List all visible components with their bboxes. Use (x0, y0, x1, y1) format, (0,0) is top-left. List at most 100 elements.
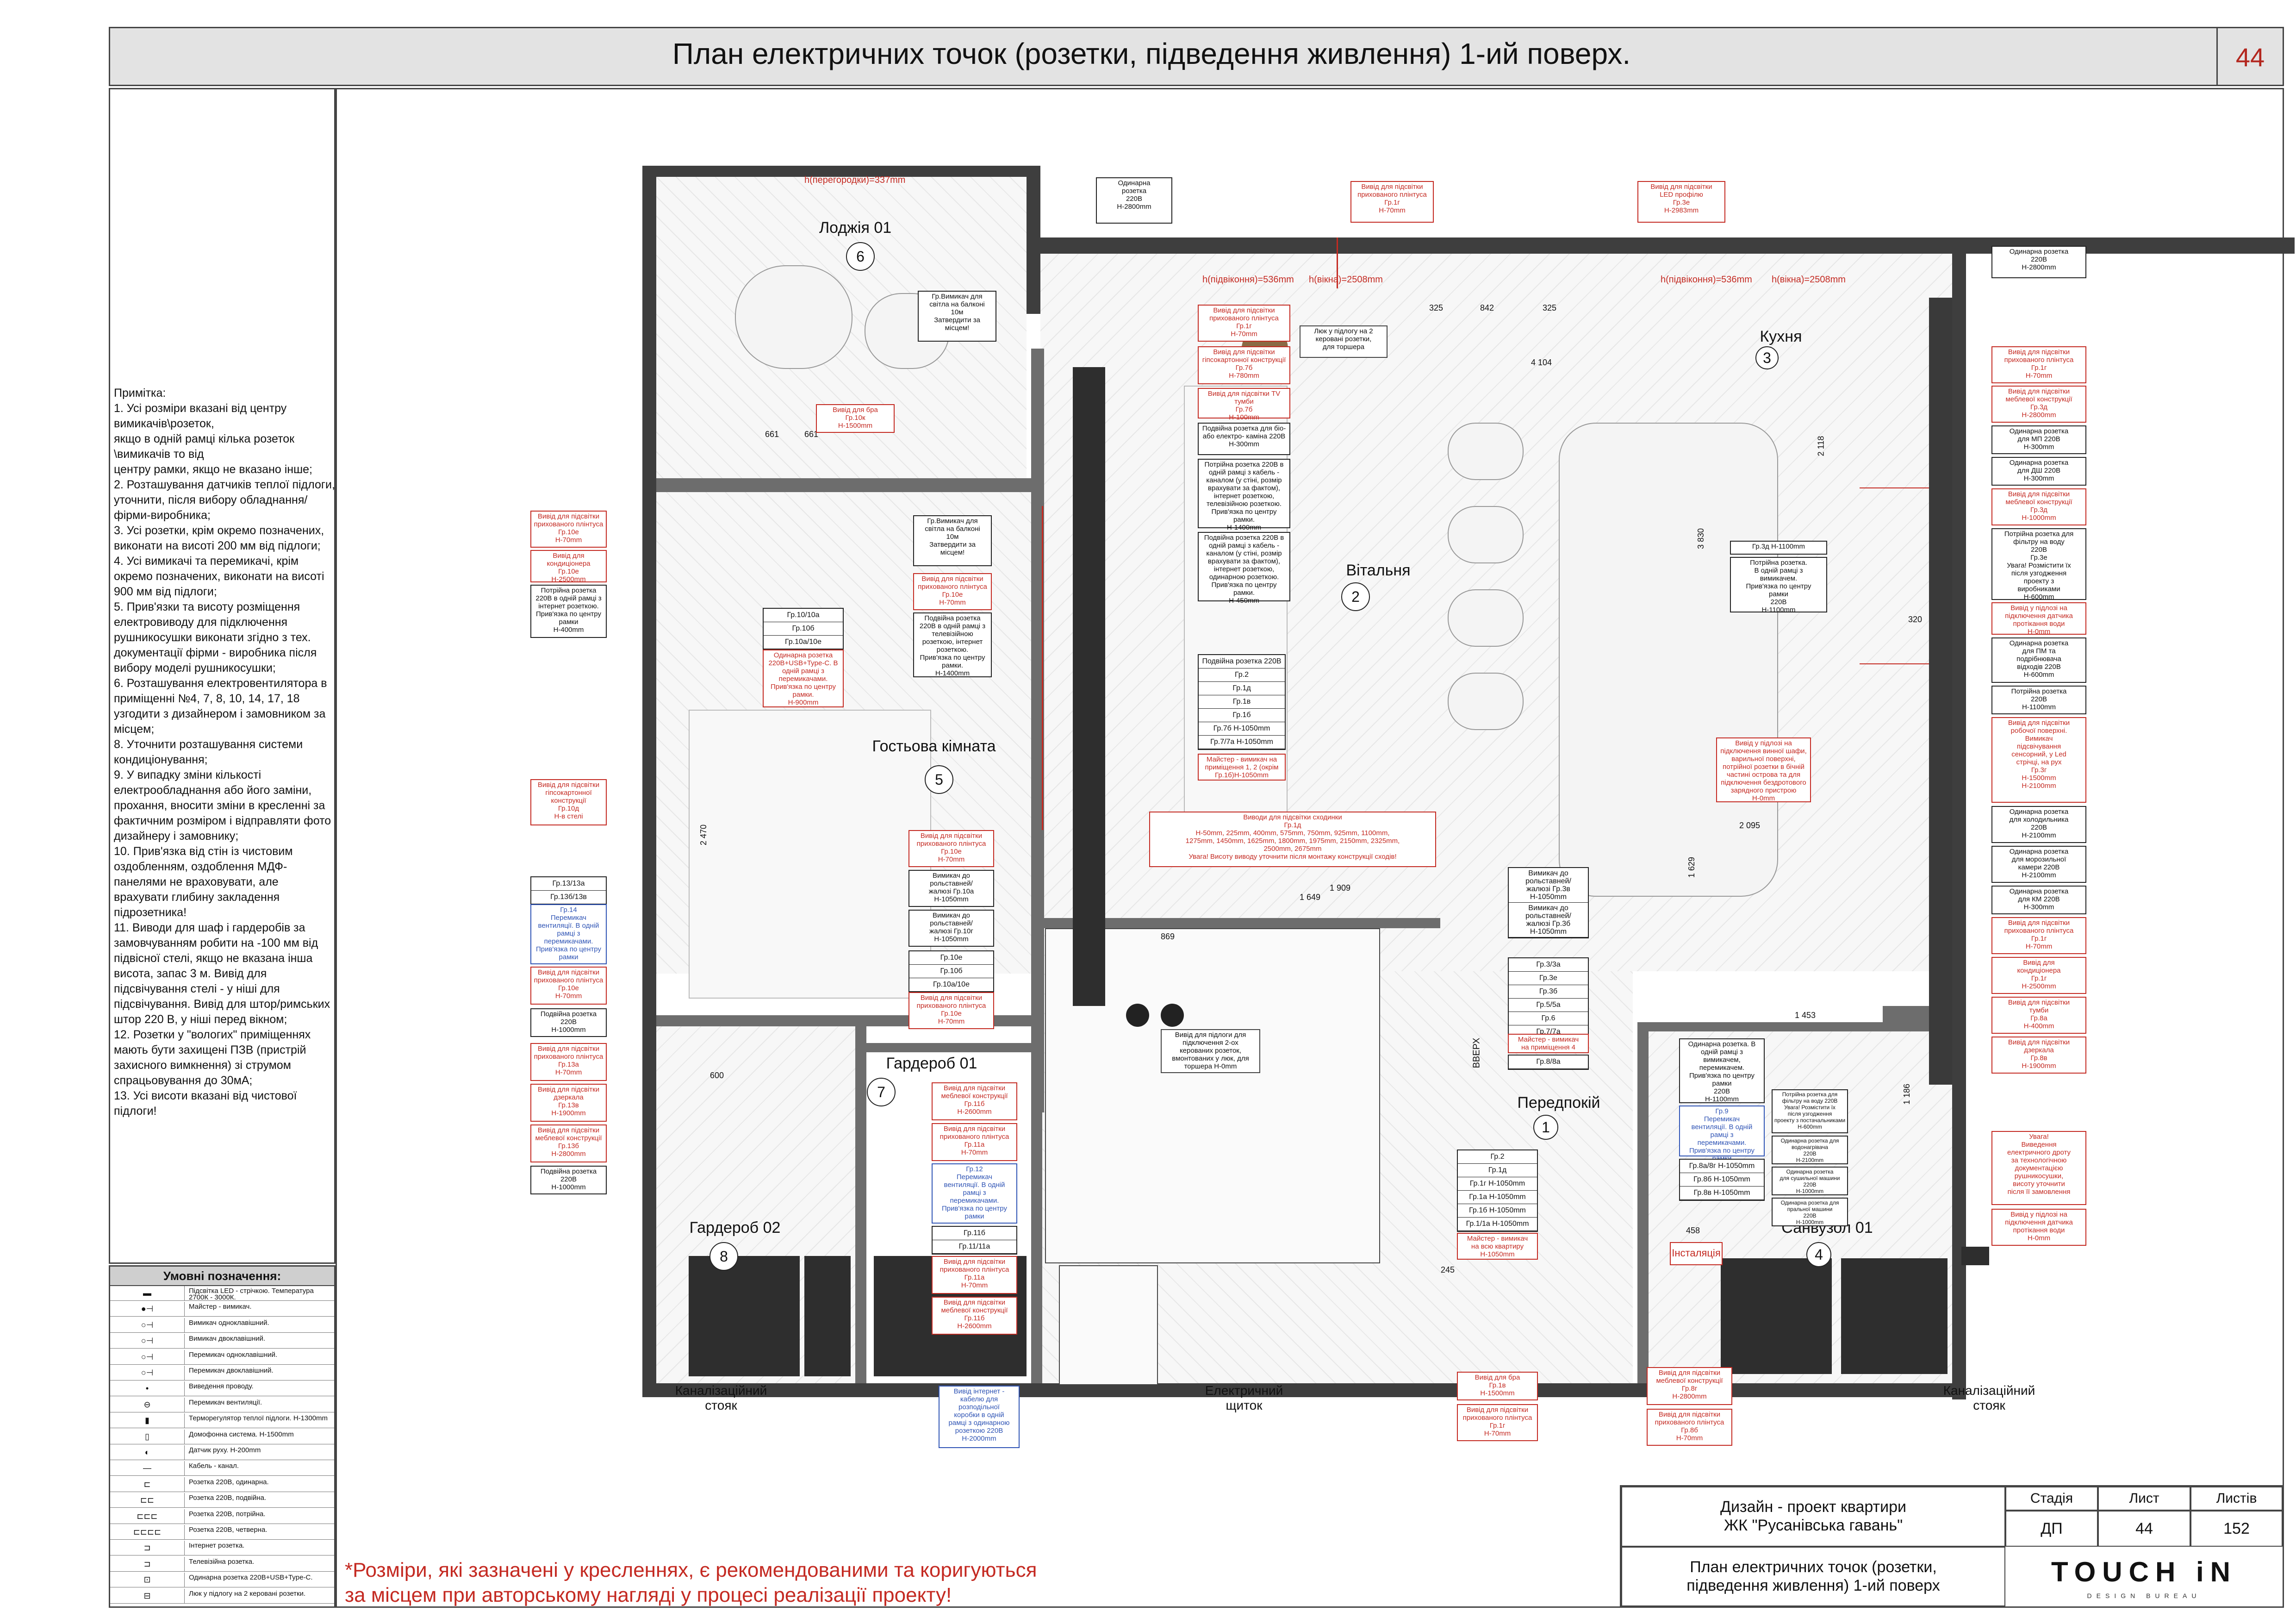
switch-list-item: Гр.11б (933, 1227, 1016, 1240)
room-number-wardrobe1: 7 (867, 1078, 896, 1106)
bath-cabinet (1721, 1258, 1832, 1374)
callout: Вивід для підсвітки прихованого плінтуса… (1457, 1404, 1538, 1441)
switch-list-item: Гр.10а/10е (909, 978, 993, 992)
switch-list-item: Гр.13б/13в (531, 891, 606, 904)
sheet-title: План електричних точок (розетки, підведе… (1686, 1558, 1940, 1594)
callout: Одинарна розетка для КМ 220В Н-300mm (1991, 886, 2086, 914)
dimension: 458 (1686, 1226, 1700, 1235)
stage-label: Стадія (2030, 1491, 2073, 1506)
callout: Потрійна розетка для фільтру на воду 220… (1772, 1089, 1848, 1133)
legend-row: ⊐Телевізійна розетка. (110, 1556, 334, 1572)
brand-logo: TOUCH iN (2051, 1556, 2237, 1587)
switch-list-item: Гр.10е (909, 951, 993, 965)
room-number-living: 2 (1341, 582, 1370, 611)
callout: Вивід для підлоги для підключення 2-ох к… (1161, 1029, 1260, 1073)
legend-text: Телевізійна розетка. (189, 1557, 255, 1566)
callout: Майстер - вимикач на приміщення 4 (1508, 1034, 1589, 1053)
wire (1337, 237, 1338, 288)
sheet-label-cell: Лист (2098, 1487, 2190, 1511)
wall-bath-left (1637, 1022, 1649, 1383)
switch-list-item: Гр.2 (1458, 1150, 1537, 1164)
wall-left (642, 166, 656, 1397)
legend-text: Перемикач двоклавішний. (189, 1367, 274, 1374)
dim-window-height: h(вікна)=2508mm (1772, 275, 1846, 285)
dimension: 3 830 (1696, 528, 1706, 550)
legend-row: •Виведення проводу. (110, 1381, 334, 1397)
dimension: 842 (1480, 303, 1494, 312)
legend-text: Майстер - вимикач. (189, 1303, 252, 1311)
callout: Подвійна розетка 220В Н-1000mm (530, 1008, 607, 1037)
sheet-value-cell: 44 (2098, 1511, 2190, 1547)
dim-sill-height: h(підвіконня)=536mm (1661, 275, 1752, 285)
callout: Вивід для підсвітки гіпсокартонної конст… (1198, 346, 1290, 384)
room-name-wardrobe1: Гардероб 01 (886, 1055, 977, 1072)
legend-text: Вимикач одноклавішний. (189, 1318, 269, 1327)
dimension: 1 909 (1330, 883, 1351, 893)
legend-row: ⊏⊏⊏Розетка 220В, потрійна. (110, 1509, 334, 1524)
page-title: План електричних точок (розетки, підведе… (672, 37, 1631, 70)
room-number-guest: 5 (925, 765, 953, 794)
wall-wardrobe1-top (866, 1043, 1042, 1052)
switch-list: Вимикач до рольставней/ жалюзі Гр.3в Н-1… (1508, 867, 1589, 938)
dimension: 1 186 (1902, 1083, 1912, 1105)
callout: Вивід у підлозі на підключення датчика п… (1991, 602, 2086, 636)
callout: Подвійна розетка для біо- або електро- к… (1198, 423, 1290, 455)
dimension: 661 (765, 430, 779, 439)
wardrobe2-cabinet (689, 1256, 800, 1376)
callout: Люк у підлогу на 2 керовані розетки, для… (1300, 325, 1388, 358)
switch-list-item: Гр.5/5а (1509, 999, 1588, 1012)
legend-text: Терморегулятор теплої підлоги. Н-1300mm (189, 1414, 328, 1423)
legend-row: ⊏⊏⊏⊏Розетка 220В, четверна. (110, 1525, 334, 1540)
callout: Одинарна розетка. В одній рамці з вимика… (1679, 1038, 1765, 1103)
switch-list-item: Гр.2 (1199, 668, 1285, 682)
callout: Вимикач до рольставней/ жалюзі Гр.10а Н-… (908, 870, 994, 907)
notes-text: Примітка: 1. Усі розміри вказані від цен… (114, 387, 335, 1118)
callout: Одинарна розетка 220В+USB+Type-C. В одні… (763, 650, 844, 707)
dimension: 600 (710, 1071, 724, 1080)
legend-row: ○⊣Вимикач одноклавішний. (110, 1318, 334, 1333)
callout: Вивід для підсвітки меблевої конструкції… (932, 1082, 1017, 1120)
dim-window-height: h(вікна)=2508mm (1309, 275, 1383, 285)
label-sewer-stack: Каналізаційний стояк (1943, 1383, 2035, 1412)
dimension: 4 104 (1531, 358, 1552, 367)
sheets-value-cell: 152 (2190, 1511, 2283, 1547)
callout: Гр.9 Перемикач вентиляції. В одній рамці… (1679, 1106, 1765, 1162)
floor-socket-icon (1126, 1004, 1149, 1027)
kitchen-wall-unit (1929, 298, 1952, 1085)
callout: Вивід для бра Гр.1в Н-1500mm (1457, 1372, 1538, 1400)
switch-list-item: Гр.11/11а (933, 1240, 1016, 1254)
switch-list-item: Гр.1в (1199, 695, 1285, 709)
callout: Вивід для підсвітки меблевої конструкції… (1991, 488, 2086, 525)
living-sofa (1184, 386, 1288, 850)
callout: Вивід для підсвітки меблевої конструкції… (1991, 386, 2086, 423)
callout: Вивід для підсвітки дзеркала Гр.8в Н-190… (1991, 1037, 2086, 1074)
callout: Одинарна розетка для сушильної машини 22… (1772, 1167, 1848, 1195)
callout: Вивід для підсвітки меблевої конструкції… (932, 1297, 1017, 1335)
legend-row: ⊏⊏Розетка 220В, подвійна. (110, 1493, 334, 1508)
dimension: 2 118 (1816, 436, 1826, 456)
callout: Вивід для підсвітки LED профілю Гр.3е Н-… (1637, 181, 1725, 223)
legend-row: ▮ Терморегулятор теплої підлоги. Н-1300mm (110, 1413, 334, 1429)
label-sewer-stack: Каналізаційний стояк (675, 1383, 767, 1412)
wall-wardrobe1-right (1031, 1043, 1042, 1383)
switch-list-item: Гр.1б (1199, 709, 1285, 722)
legend-text: Люк у підлогу на 2 керовані розетки. (189, 1589, 306, 1598)
callout: Вивід для підсвітки прихованого плінтуса… (530, 511, 607, 548)
stage-value-cell: ДП (2005, 1511, 2098, 1547)
callout: Гр.12 Перемикач вентиляції. В одній рамц… (932, 1163, 1017, 1224)
legend-symbol-icon: ▮ (110, 1413, 185, 1428)
switch-list-item: Гр.3б (1509, 985, 1588, 999)
switch-list-item: Гр.10а/10е (764, 636, 843, 649)
wardrobe2-cabinet (804, 1256, 851, 1376)
chair (1448, 589, 1524, 647)
legend-text: Одинарна розетка 220В+USB+Type-C. (189, 1574, 313, 1582)
callout: Потрійна розетка 220В в одній рамці з ка… (1198, 459, 1290, 531)
callout: Одинарна розетка для пральної машини 220… (1772, 1198, 1848, 1226)
legend-symbol-icon: ⊐ (110, 1541, 185, 1555)
callout: Вивід для підсвітки прихованого плінтуса… (913, 573, 992, 610)
wall-right (1952, 237, 1966, 1399)
legend-symbol-icon: ⊏⊏ (110, 1493, 185, 1508)
legend-text: Домофонна система. Н-1500mm (189, 1430, 294, 1438)
